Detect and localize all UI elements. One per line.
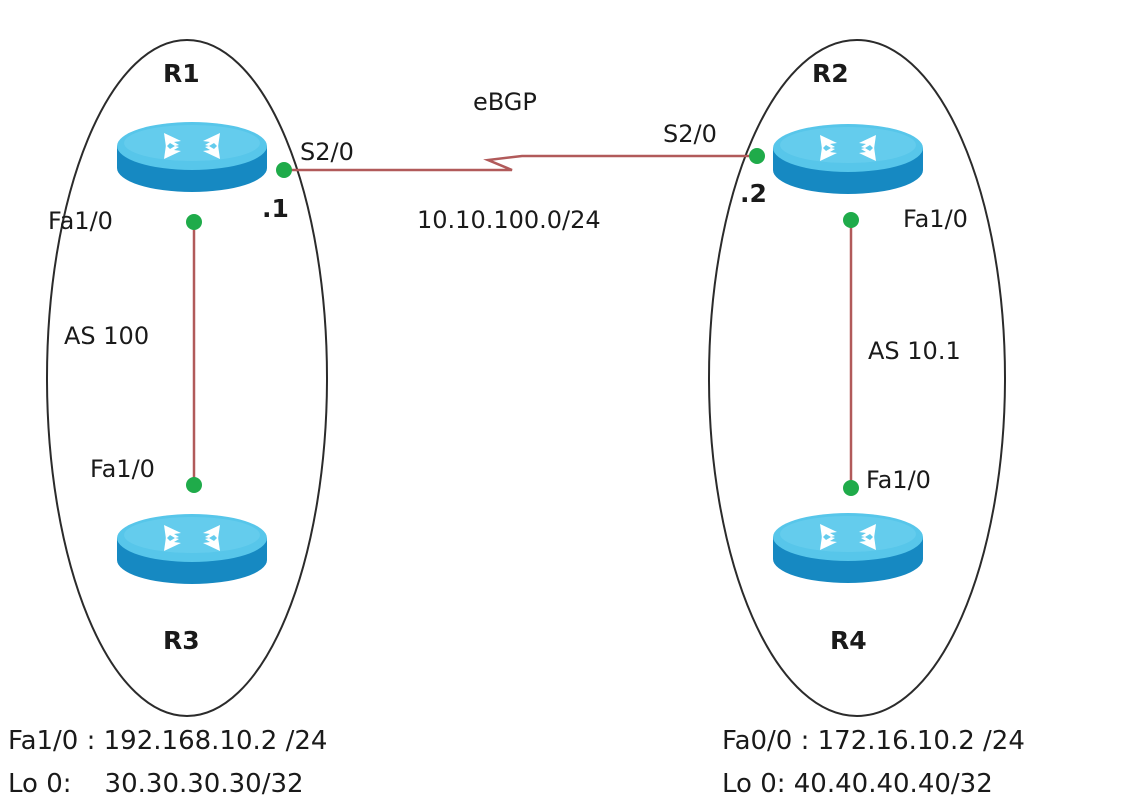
r1-fa1-0-port-dot	[186, 214, 202, 230]
r2-fa1-0-port-dot	[843, 212, 859, 228]
r2-fa-port-label: Fa1/0	[903, 205, 968, 233]
r1-host-address-label: .1	[262, 194, 289, 223]
as-100-boundary	[46, 39, 328, 717]
router-r3-icon	[117, 514, 267, 584]
subnet-label: 10.10.100.0/24	[417, 206, 601, 234]
r3-label: R3	[163, 626, 200, 655]
r4-fa-port-label: Fa1/0	[866, 466, 931, 494]
r2-s2-0-port-dot	[749, 148, 765, 164]
r4-label: R4	[830, 626, 867, 655]
ebgp-serial-link	[284, 154, 752, 172]
r3-loopback-address: Lo 0: 30.30.30.30/32	[8, 769, 304, 799]
r3-fa-port-label: Fa1/0	[90, 455, 155, 483]
r1-serial-port-label: S2/0	[300, 138, 354, 166]
r1-s2-0-port-dot	[276, 162, 292, 178]
r4-interface-address: Fa0/0 : 172.16.10.2 /24	[722, 726, 1025, 756]
as-100-label: AS 100	[64, 322, 149, 350]
r3-interface-address: Fa1/0 : 192.168.10.2 /24	[8, 726, 327, 756]
r2-host-address-label: .2	[740, 179, 767, 208]
r4-fa1-0-port-dot	[843, 480, 859, 496]
as-10-1-boundary	[708, 39, 1006, 717]
r2-serial-port-label: S2/0	[663, 120, 717, 148]
r3-fa1-0-port-dot	[186, 477, 202, 493]
router-r4-icon	[773, 513, 923, 583]
r4-loopback-address: Lo 0: 40.40.40.40/32	[722, 769, 993, 799]
router-r1-icon	[117, 122, 267, 192]
as-10-1-label: AS 10.1	[868, 337, 961, 365]
router-r2-icon	[773, 124, 923, 194]
r1-fa-port-label: Fa1/0	[48, 207, 113, 235]
r1-label: R1	[163, 59, 200, 88]
ebgp-label: eBGP	[473, 88, 537, 116]
r2-label: R2	[812, 59, 849, 88]
